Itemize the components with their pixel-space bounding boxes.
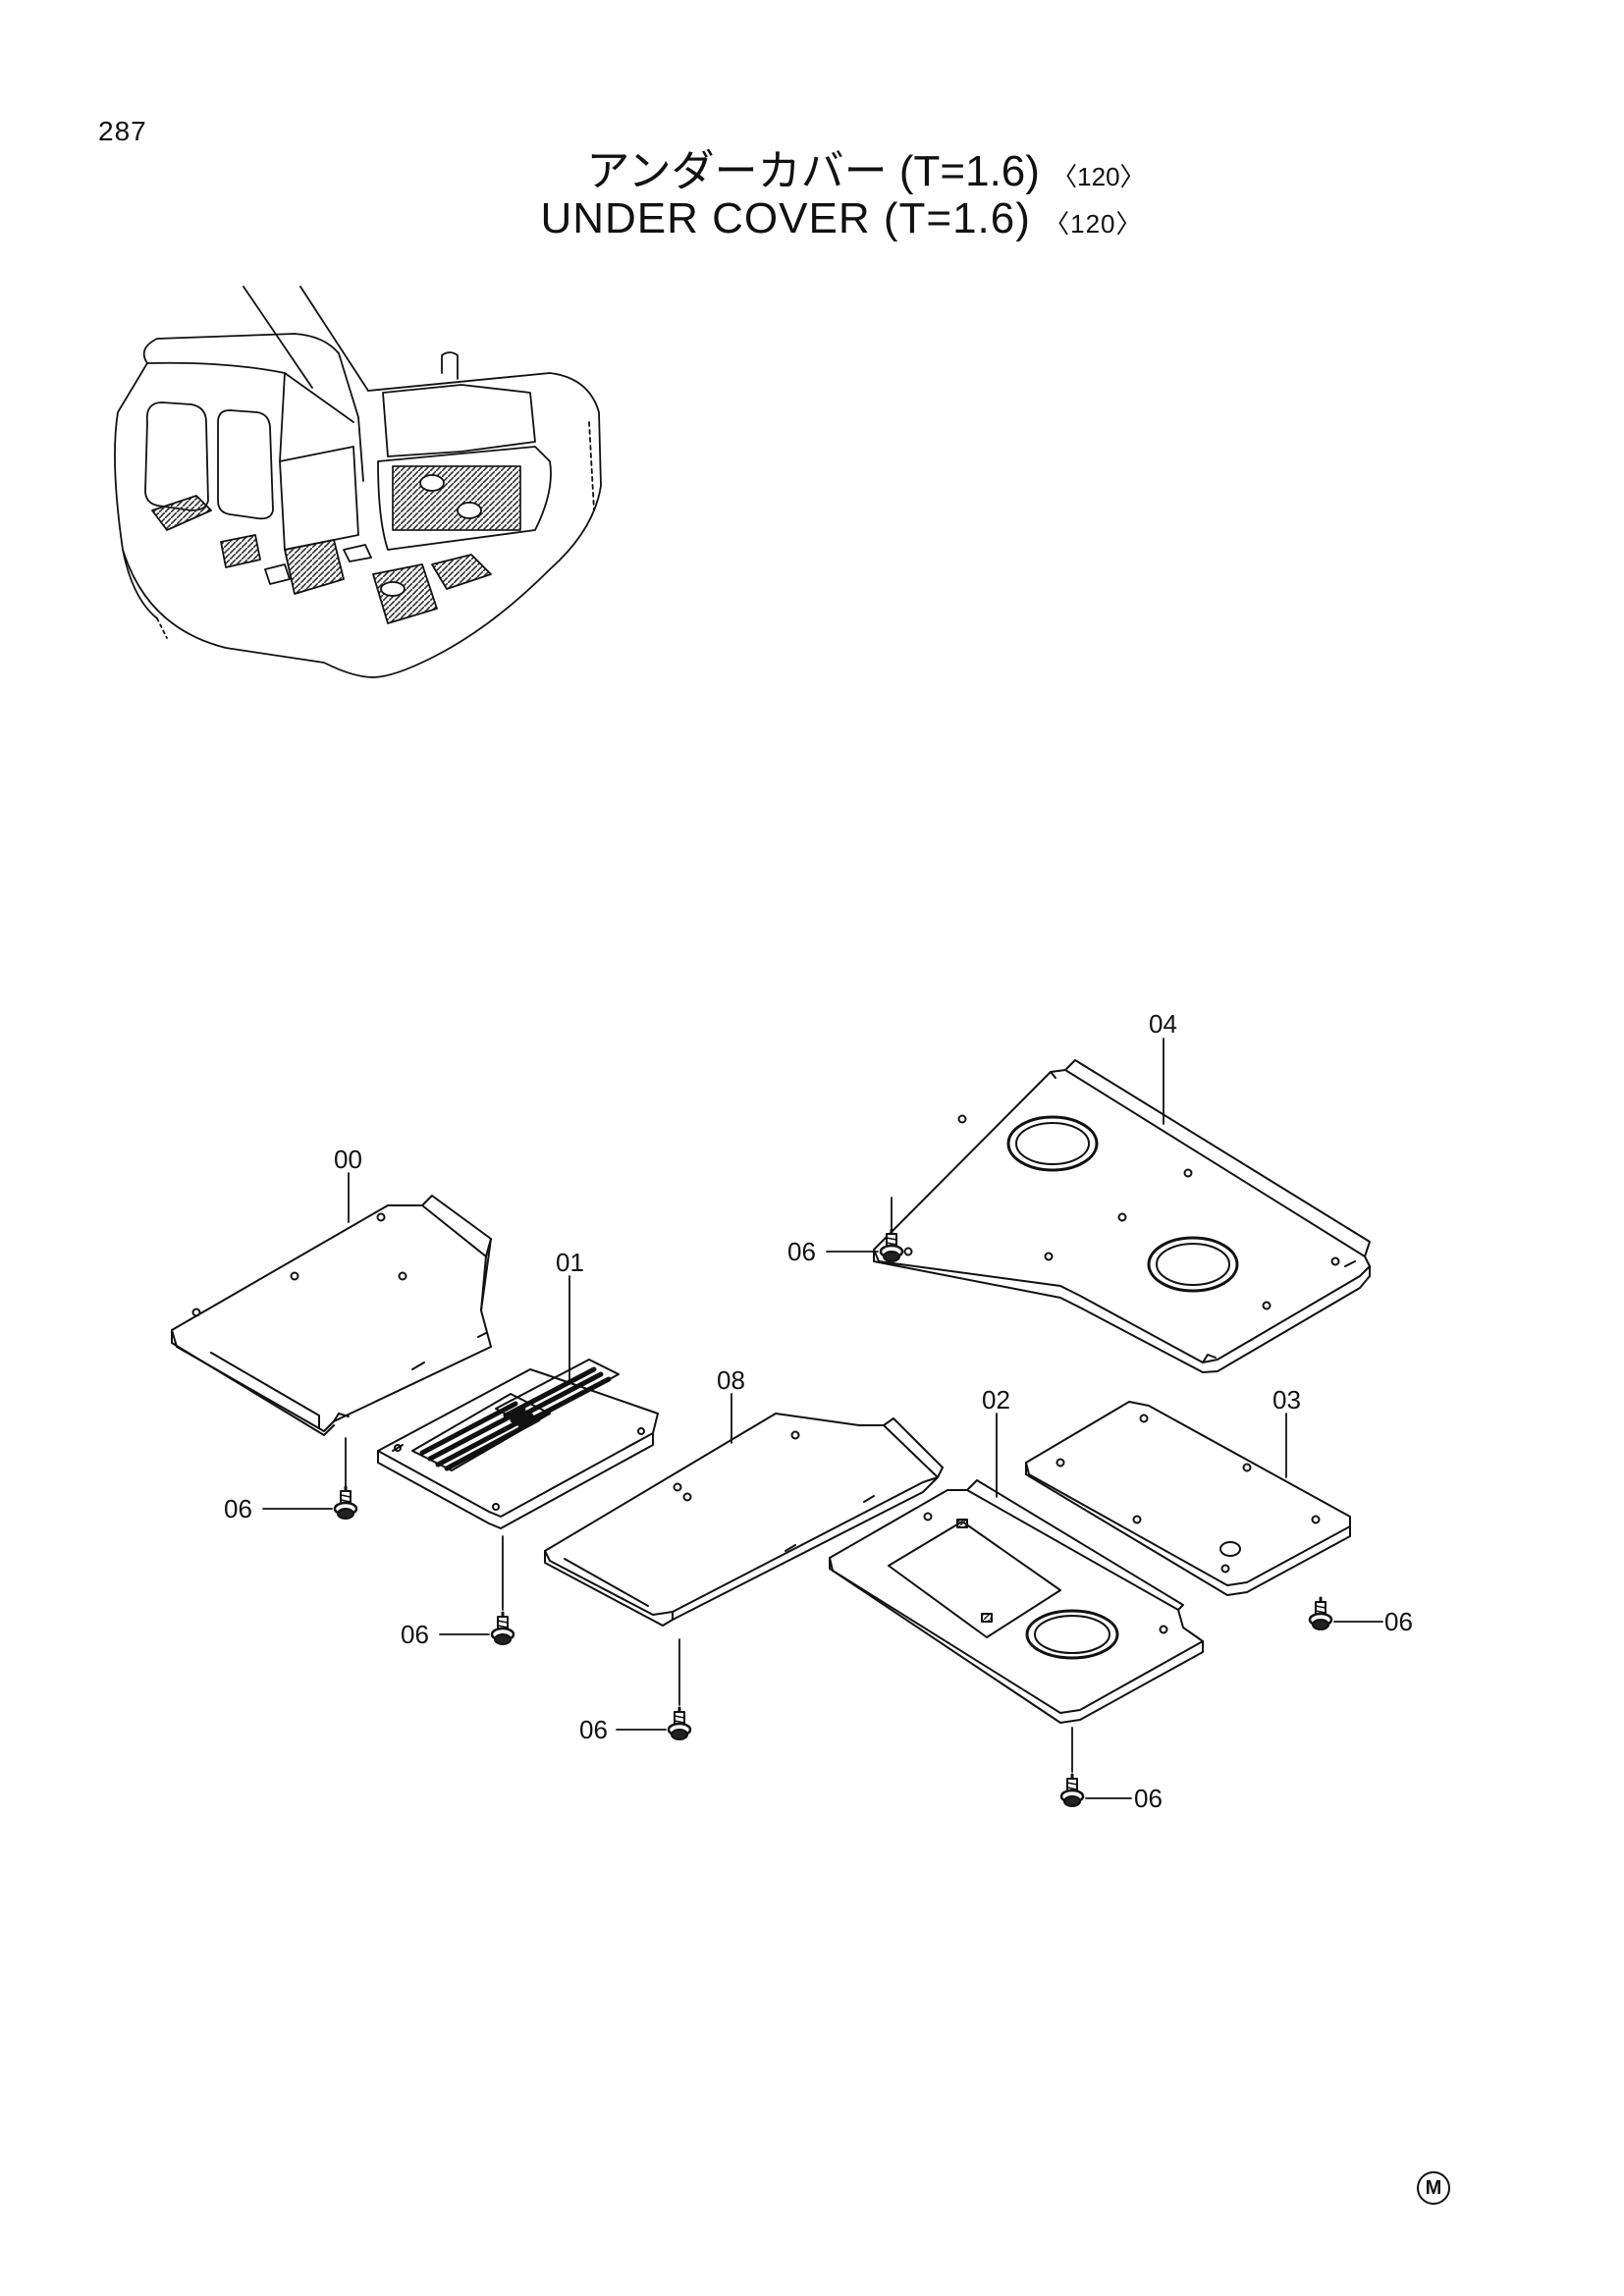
part-01-grating-cover: [377, 1359, 659, 1529]
part-02-cover-plate: [829, 1479, 1204, 1724]
callout-02: 02: [982, 1385, 1010, 1415]
machine-overview-illustration: [114, 286, 602, 678]
part-03-cover-plate: [1025, 1401, 1351, 1596]
title-english: UNDER COVER (T=1.6) 〈120〉: [0, 194, 1624, 243]
callout-labels: 00 01 08 02 03 04 06 06 06 06 06 06: [224, 1009, 1413, 1813]
page-number: 287: [98, 116, 147, 146]
bolt-06-b: [490, 1611, 515, 1646]
callout-04: 04: [1149, 1009, 1177, 1039]
title-japanese-variant: 〈120〉: [1052, 162, 1146, 191]
callout-06-b: 06: [401, 1620, 429, 1649]
bolt-06-group: [262, 1197, 1383, 1808]
part-08-cover-plate: [544, 1413, 944, 1627]
title-english-main: UNDER COVER (T=1.6): [540, 194, 1031, 242]
callout-06-e: 06: [1384, 1607, 1413, 1636]
bolt-06-c: [667, 1706, 692, 1741]
bolt-06-e: [1308, 1596, 1333, 1631]
part-leader-lines: [348, 1038, 1287, 1498]
callout-06-d: 06: [787, 1237, 816, 1266]
title-english-variant: 〈120〉: [1044, 209, 1143, 239]
bolt-06-a: [333, 1485, 358, 1521]
callout-06-f: 06: [1134, 1784, 1163, 1813]
callout-01: 01: [556, 1248, 584, 1277]
callout-06-a: 06: [224, 1494, 252, 1523]
callout-06-c: 06: [579, 1715, 608, 1744]
title-japanese: アンダーカバー (T=1.6) 〈120〉: [0, 135, 1624, 198]
corner-mark: M: [1417, 2171, 1450, 2205]
bolt-06-f: [1059, 1773, 1085, 1808]
title-japanese-main: アンダーカバー (T=1.6): [586, 147, 1040, 195]
callout-00: 00: [334, 1145, 362, 1174]
part-04-cover-plate: [873, 1059, 1371, 1373]
callout-08: 08: [717, 1365, 745, 1395]
part-00-cover-plate: [171, 1195, 492, 1436]
callout-03: 03: [1272, 1385, 1301, 1415]
